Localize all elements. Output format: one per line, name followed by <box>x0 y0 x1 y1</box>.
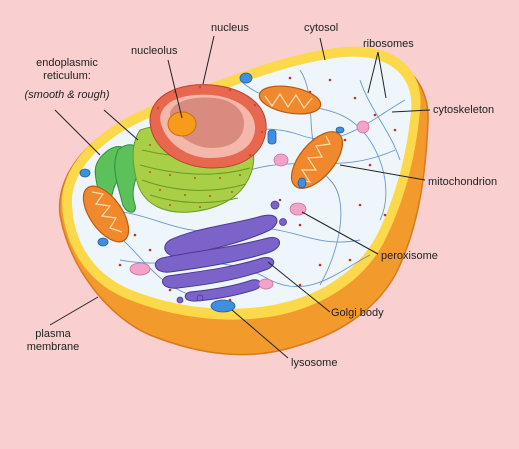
leader-ribosomes-b <box>377 51 387 99</box>
label-lysosome: lysosome <box>291 357 338 369</box>
leader-nucleolus <box>167 59 183 119</box>
leader-golgi <box>267 261 331 313</box>
leader-ribosomes-a <box>367 51 379 94</box>
label-membrane-line2: membrane <box>26 341 80 353</box>
label-cytoskeleton: cytoskeleton <box>433 104 495 116</box>
label-membrane-line1: plasma <box>35 328 71 340</box>
label-ribosomes: ribosomes <box>363 38 414 50</box>
peroxisomes <box>129 120 370 290</box>
leader-er-rough <box>103 109 139 141</box>
label-peroxisome: peroxisome <box>381 250 438 262</box>
mitochondrion-top <box>258 85 322 115</box>
label-er-line2: reticulum: <box>43 70 91 82</box>
golgi-body <box>154 214 280 302</box>
label-er-line1: endoplasmic <box>36 57 98 69</box>
leader-peroxisome <box>301 211 379 255</box>
mitochondrion-left <box>82 185 130 243</box>
leader-er-smooth <box>54 109 101 156</box>
leader-cytosol <box>319 37 326 61</box>
label-plasma-membrane: plasma membrane <box>18 328 88 354</box>
leader-mitochondrion <box>339 164 426 181</box>
nucleolus <box>167 111 197 137</box>
label-mitochondrion: mitochondrion <box>428 176 498 188</box>
label-nucleolus: nucleolus <box>131 45 178 57</box>
leader-lines <box>49 35 431 359</box>
label-golgi-body: Golgi body <box>331 307 384 319</box>
leader-lysosome <box>231 309 289 359</box>
leader-nucleus <box>202 35 215 85</box>
leader-cytoskeleton <box>391 109 431 113</box>
label-endoplasmic-reticulum: endoplasmic reticulum: (smooth & rough) <box>8 57 126 102</box>
leader-membrane <box>49 296 99 326</box>
lysosomes <box>79 72 345 313</box>
mitochondrion-right <box>290 131 344 189</box>
label-cytosol: cytosol <box>304 22 339 34</box>
label-nucleus: nucleus <box>211 22 249 34</box>
label-er-line3: (smooth & rough) <box>24 89 110 101</box>
